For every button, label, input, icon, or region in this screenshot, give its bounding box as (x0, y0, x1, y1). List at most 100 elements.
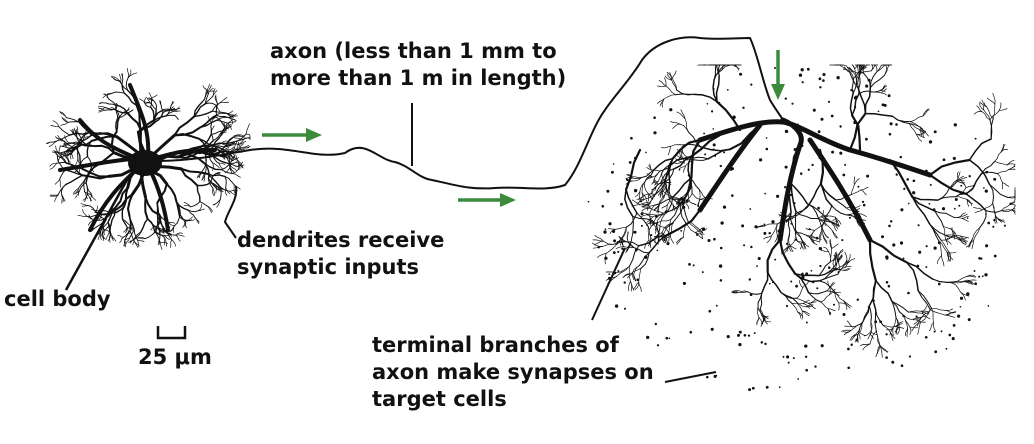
terminal-dot (737, 334, 740, 337)
terminal-dot (706, 376, 709, 379)
terminal-dot (644, 256, 647, 259)
terminal-dot (865, 85, 868, 88)
terminal-dot (665, 211, 668, 214)
terminal-dot (711, 110, 713, 112)
branch-segment (930, 323, 934, 331)
branch-segment (832, 244, 839, 249)
branch-segment (60, 179, 61, 187)
branch-segment (991, 119, 993, 139)
terminal-dot (831, 151, 834, 154)
terminal-dot (941, 330, 943, 332)
branch-segment (821, 295, 830, 303)
terminal-dot (641, 212, 644, 215)
branch-segment (633, 216, 634, 233)
terminal-dot (588, 201, 590, 203)
terminal-dot (918, 224, 920, 226)
terminal-dot (791, 103, 793, 105)
terminal-dot (802, 81, 804, 83)
terminal-dot (819, 265, 821, 267)
branch-segment (55, 179, 60, 184)
terminal-dot (849, 217, 851, 219)
branch-segment (681, 110, 685, 119)
terminal-dot (982, 275, 984, 277)
terminal-dot (850, 89, 852, 91)
terminal-dot (891, 361, 894, 364)
terminal-dot (634, 157, 637, 160)
branch-segment (821, 184, 832, 206)
terminal-dot (881, 235, 884, 238)
axon-label-line-2: more than 1 m in length) (270, 65, 566, 92)
branch-segment (629, 281, 631, 290)
terminal-dot (934, 350, 937, 353)
terminal-dot (657, 344, 659, 346)
terminal-dot (918, 251, 921, 254)
terminal-dot (620, 203, 623, 206)
terminal-dot (713, 238, 716, 241)
terminal-dot (984, 273, 987, 276)
terminal-dot (900, 156, 902, 158)
branch-segment (246, 134, 250, 140)
branch-segment (945, 315, 955, 317)
branch-segment (738, 292, 748, 293)
terminal-dot (641, 225, 643, 227)
terminal-dot (975, 138, 977, 140)
branch-segment (246, 124, 250, 134)
terminal-dot (933, 246, 936, 249)
branch-segment (780, 240, 795, 274)
terminal-dot (934, 130, 937, 133)
branch-segment (1012, 209, 1015, 210)
terminal-dot (615, 304, 618, 307)
branch-segment (63, 118, 68, 122)
branch-segment (629, 246, 638, 267)
terminal-dot (653, 116, 656, 119)
branch-segment (627, 232, 628, 240)
terminal-dot (929, 140, 932, 143)
terminal-dot (597, 246, 599, 248)
branch-segment (632, 177, 641, 178)
branch-segment (148, 219, 158, 228)
terminal-dot (793, 357, 795, 359)
terminal-dot (702, 271, 704, 273)
terminal-dot (946, 235, 948, 237)
terminal-dot (748, 388, 751, 391)
branch-segment (699, 190, 700, 201)
terminal-dot (912, 191, 915, 194)
branch-segment (811, 217, 821, 219)
terminal-dot (741, 224, 744, 227)
terminal-dot (930, 184, 932, 186)
terminal-dot (933, 208, 936, 211)
terminal-dot (1009, 203, 1011, 205)
branch-segment (633, 216, 653, 220)
terminal-dot (716, 305, 718, 307)
branch-segment (668, 146, 670, 155)
terminal-dot (988, 305, 990, 307)
terminal-dot (712, 128, 714, 130)
terminal-dot (707, 239, 710, 242)
terminal-dot (636, 278, 639, 281)
branch-segment (858, 332, 859, 339)
branch-segment (597, 253, 606, 257)
branch-segment (765, 224, 778, 226)
signal-arrow-lower (458, 193, 516, 207)
branch-segment (59, 127, 70, 135)
terminal-dot (611, 171, 614, 174)
branch-segment (664, 95, 676, 99)
branch-segment (893, 328, 894, 336)
terminal-dot (808, 169, 810, 171)
terminal-dot (702, 227, 705, 230)
terminal-dot (993, 178, 996, 181)
branch-segment (872, 92, 881, 93)
branch-segment (843, 262, 850, 266)
terminal-dot (903, 188, 905, 190)
terminal-dot (938, 241, 941, 244)
branch-segment (912, 197, 929, 224)
terminal-dot (645, 152, 647, 154)
terminal-dot (635, 249, 638, 252)
branch-segment (870, 72, 877, 88)
branch-segment (881, 93, 886, 95)
branch-segment (167, 184, 177, 202)
terminal-dot (713, 143, 716, 146)
terminal-dot (630, 137, 633, 140)
terminal-dot (752, 387, 755, 390)
cell-body-label: cell body (4, 286, 111, 313)
